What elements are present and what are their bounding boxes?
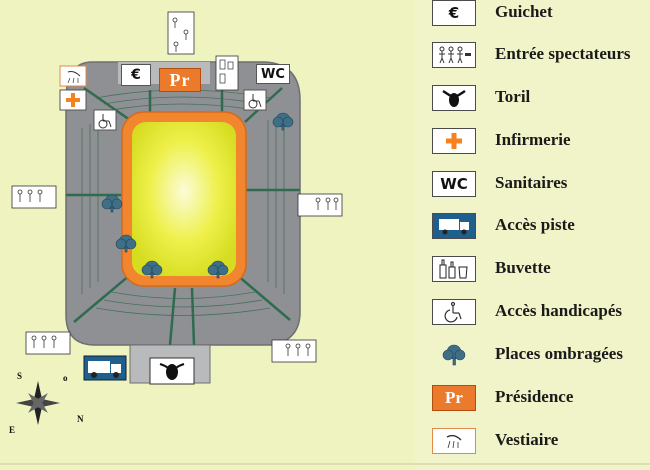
legend-label: Vestiaire — [495, 430, 559, 449]
shade-tree-icon — [272, 112, 294, 131]
sanitaires-badge: WC — [256, 64, 290, 84]
legend-buvette: Buvette — [428, 256, 650, 286]
bull-head-icon — [432, 85, 476, 111]
toril-marker — [149, 357, 195, 385]
shade-tree-markers — [101, 112, 294, 279]
spectator-figures — [17, 17, 339, 356]
compass-north: N — [77, 414, 84, 424]
legend-label: Guichet — [495, 2, 553, 21]
tree-icon — [432, 342, 476, 368]
legend-acces-piste: Accès piste — [428, 213, 650, 243]
wc-icon: WC — [432, 171, 476, 197]
compass-rose — [16, 381, 60, 425]
shade-tree-icon — [207, 260, 229, 279]
legend-label: Infirmerie — [495, 130, 571, 149]
legend-label: Places ombragées — [495, 344, 623, 363]
shower-icon — [432, 428, 476, 454]
vestiaire-marker — [59, 65, 87, 87]
arena-sand — [132, 122, 236, 276]
legend-places-ombragees: Places ombragées — [428, 342, 650, 372]
guichet-badge: € — [121, 64, 151, 86]
euro-icon: € — [432, 0, 476, 26]
spectators-icon — [432, 42, 476, 68]
map-legend: € Guichet Entrée spectateurs Toril — [428, 0, 650, 470]
legend-label: Buvette — [495, 258, 551, 277]
presidence-icon: Pr — [432, 385, 476, 411]
legend-label: Toril — [495, 87, 531, 106]
entrance-left-sign — [11, 185, 57, 209]
truck-icon — [432, 213, 476, 239]
legend-label: Accès piste — [495, 215, 575, 234]
legend-infirmerie: Infirmerie — [428, 128, 650, 158]
legend-acces-handicapes: Accès handicapés — [428, 299, 650, 329]
wheelchair-icon — [432, 299, 476, 325]
shade-tree-icon — [141, 260, 163, 279]
compass-south: S — [17, 371, 23, 381]
legend-vestiaire: Vestiaire — [428, 428, 650, 458]
legend-label: Accès handicapés — [495, 301, 623, 320]
stand-aisles — [66, 86, 300, 346]
legend-label: Entrée spectateurs — [495, 44, 631, 63]
shade-tree-icon — [115, 234, 137, 253]
spectator-entrance-markers — [11, 11, 343, 363]
infirmerie-marker — [59, 89, 87, 111]
entrance-bottom-right-sign — [271, 339, 317, 363]
compass-west: o — [63, 373, 68, 383]
legend-toril: Toril — [428, 85, 650, 115]
legend-presidence: Pr Présidence — [428, 385, 650, 415]
compass-east: E — [9, 425, 16, 435]
entrance-right-sign — [297, 193, 343, 217]
buvette-marker — [215, 55, 239, 91]
legend-label: Présidence — [495, 387, 574, 406]
legend-label: Sanitaires — [495, 173, 568, 192]
legend-guichet: € Guichet — [428, 0, 650, 30]
medical-cross-icon — [432, 128, 476, 154]
legend-entree-spectateurs: Entrée spectateurs — [428, 42, 650, 72]
legend-sanitaires: WC Sanitaires — [428, 171, 650, 201]
bottles-icon — [432, 256, 476, 282]
entrance-bottom-left-sign — [25, 331, 71, 355]
shade-tree-icon — [101, 194, 123, 213]
presidence-badge: Pr — [159, 68, 201, 92]
entrance-top-sign — [167, 11, 195, 55]
acces-piste-marker — [83, 355, 127, 381]
